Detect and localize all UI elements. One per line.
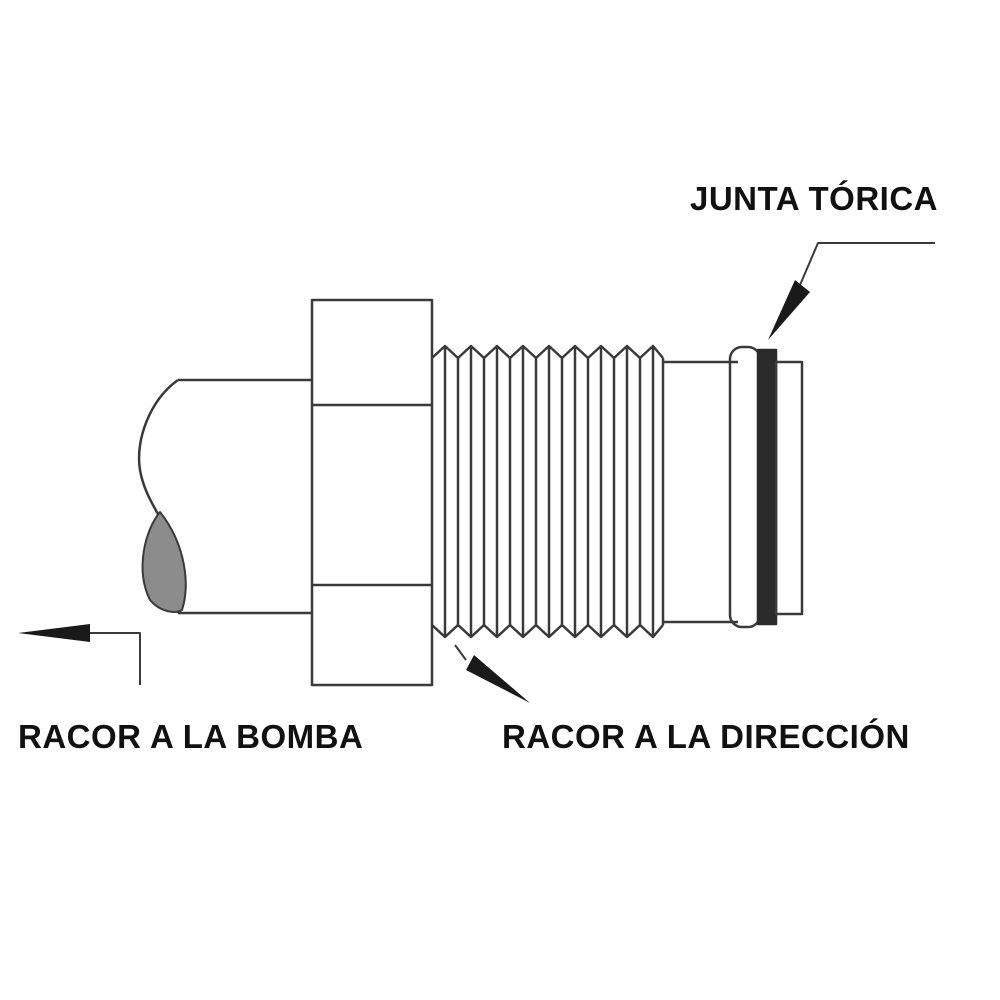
pipe-cut-section: [141, 511, 187, 613]
threaded-section: [431, 344, 665, 639]
arrow-pointer-icon: [768, 280, 810, 340]
o-ring-leader-line: [799, 242, 935, 286]
o-ring: [756, 348, 778, 626]
arrow-left-icon: [18, 624, 90, 642]
pump-fitting-label: RACOR A LA BOMBA: [18, 718, 364, 755]
pump-leader-line: [90, 632, 141, 685]
steering-fitting-label: RACOR A LA DIRECCIÓN: [502, 718, 910, 755]
arrow-pointer-icon: [466, 655, 530, 703]
o-ring-label: JUNTA TÓRICA: [690, 180, 938, 217]
o-ring-assembly: [728, 345, 804, 629]
smooth-shank: [663, 360, 738, 624]
hex-nut: [310, 298, 434, 687]
